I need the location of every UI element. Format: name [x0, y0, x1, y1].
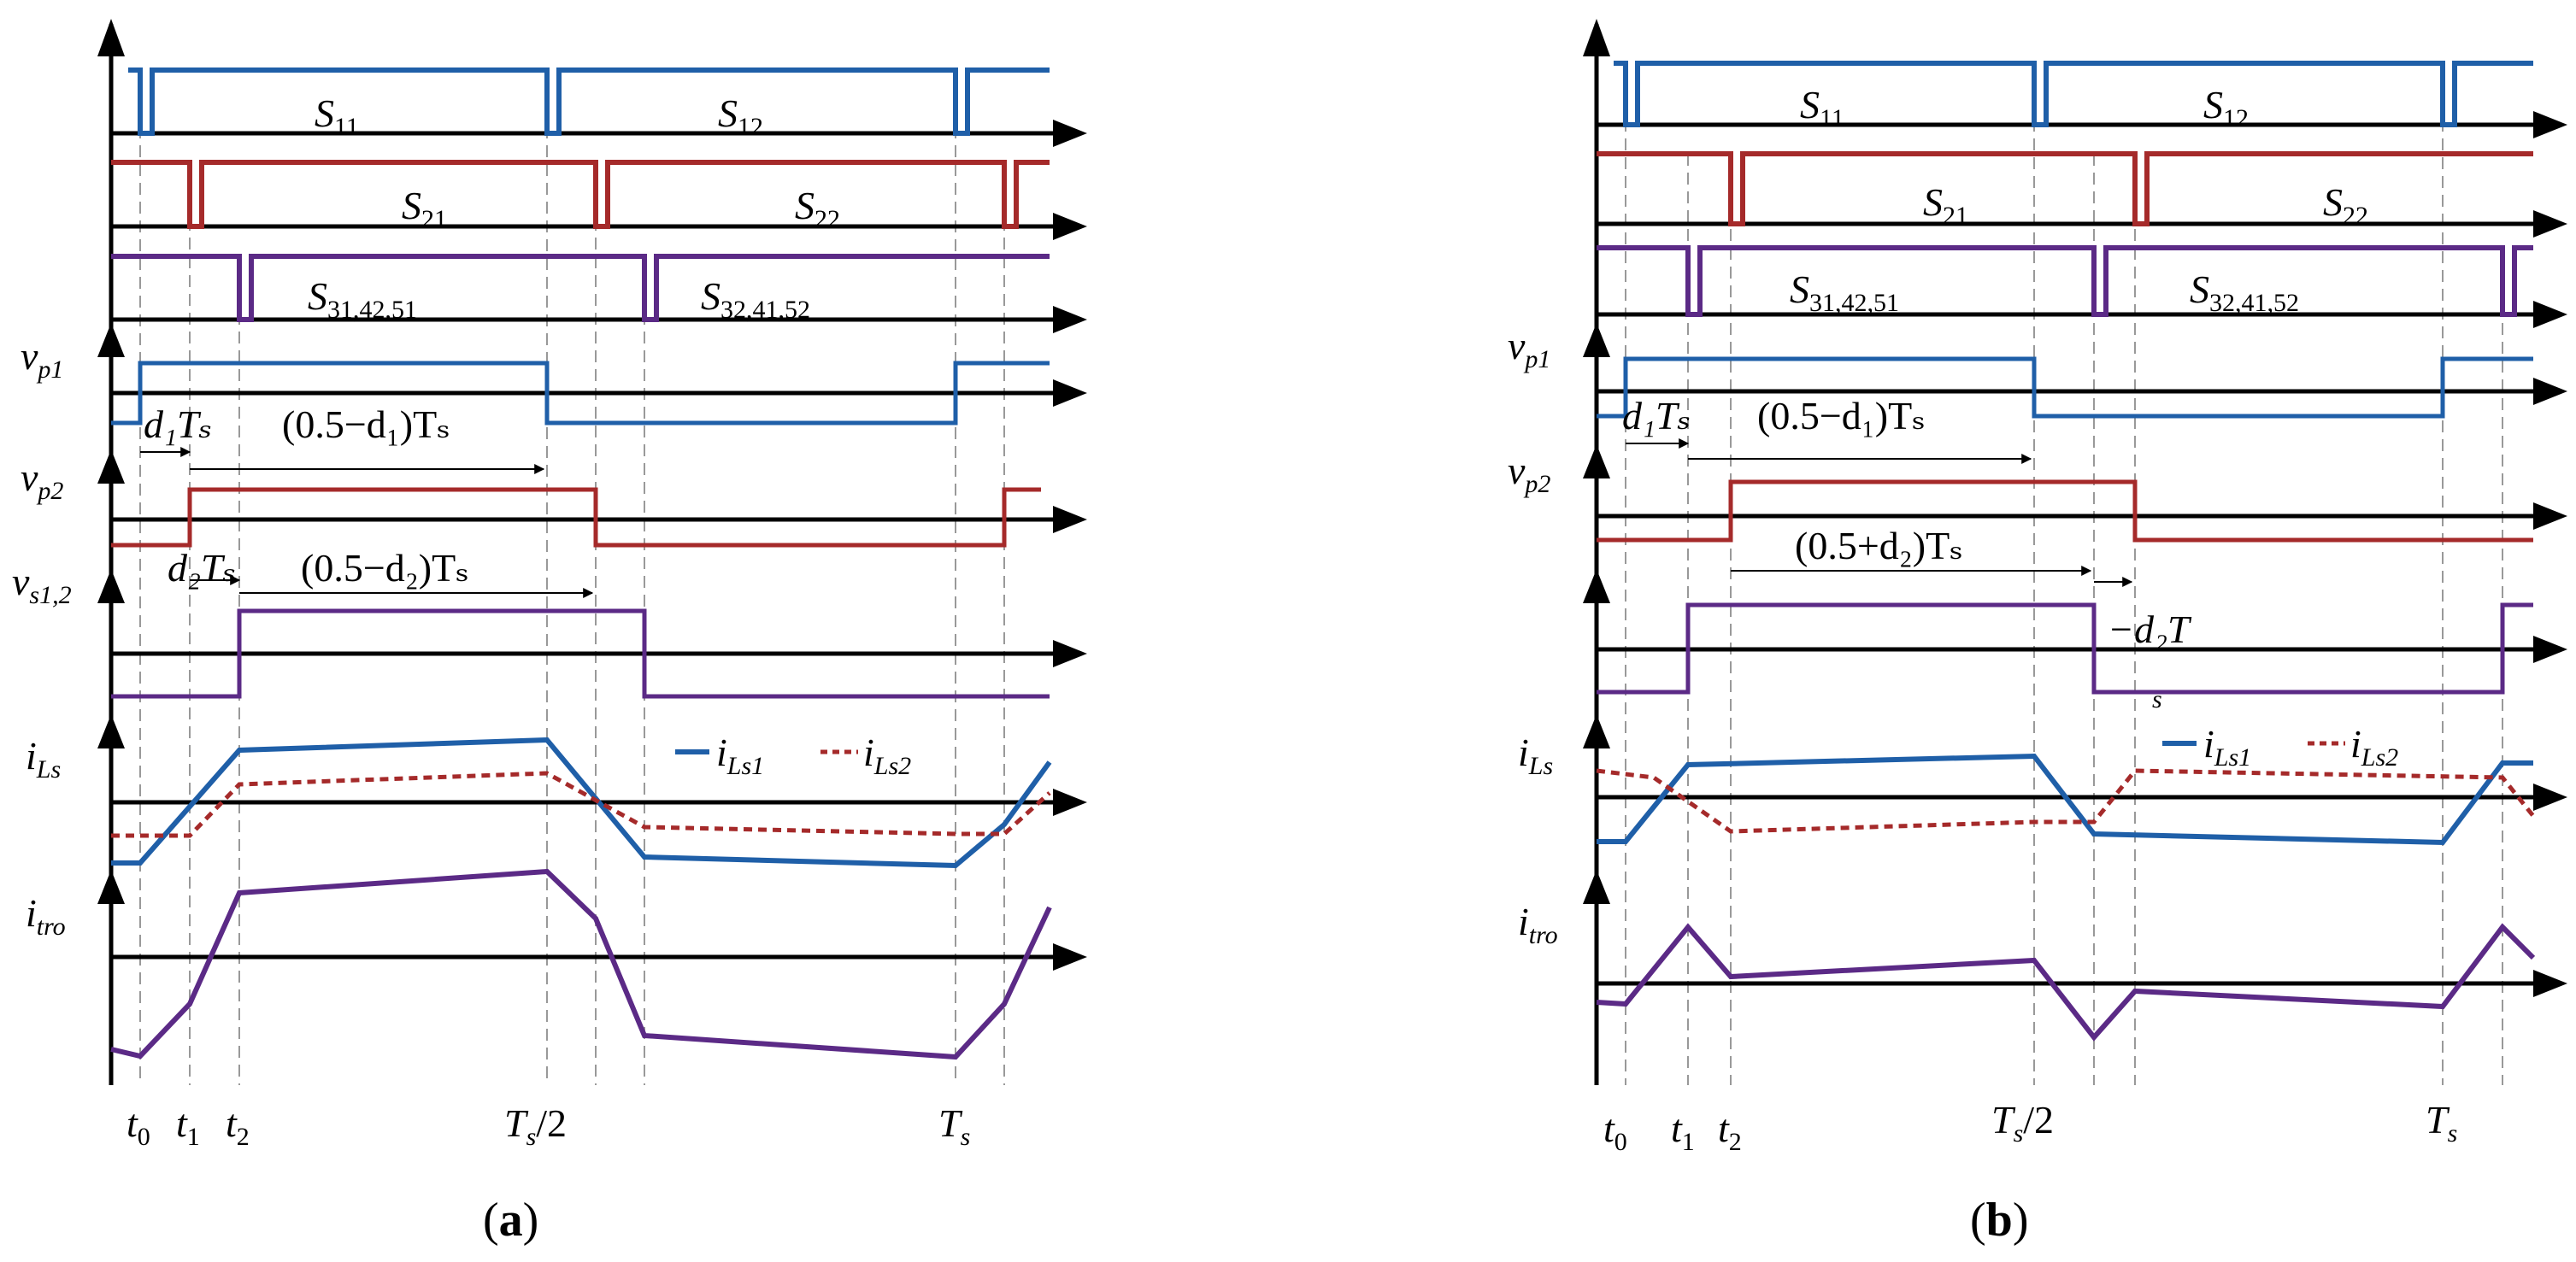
panel-a-caption: (a): [483, 1194, 538, 1247]
panel-b-label-vp2: vp2: [1508, 449, 1550, 498]
panel-a-label-vs12: vs1,2: [12, 560, 72, 609]
panel-b-time-half-Ts: Ts/2: [1991, 1098, 2054, 1148]
panel-a-time-half-Ts: Ts/2: [504, 1101, 567, 1151]
panel-a-wave-S21-S22: [111, 160, 1050, 229]
panel-a: [97, 19, 1087, 1085]
panel-b-label-S21: S21: [1923, 180, 1968, 230]
panel-a-guide-lines: [139, 70, 1005, 1085]
panel-a-axis-arrowhead: [97, 19, 125, 56]
panel-a-label-S21: S21: [402, 184, 447, 233]
panel-b-label-S32: S32,41,52: [2190, 267, 2299, 317]
panel-b-legend-label-iLs1: iLs1: [2203, 722, 2251, 772]
panel-b-label-iLs: iLs: [1518, 731, 1553, 780]
panel-a-annot-half-minus-d1: (0.5−d₁)Tₛ: [282, 402, 450, 446]
panel-b-wave-itro: [1596, 923, 2536, 1042]
panel-b-time-t2: t2: [1718, 1106, 1742, 1156]
panel-a-duration-arrows: [140, 447, 594, 598]
panel-b-signal-up-arrows: [1583, 323, 1610, 904]
panel-a-annot-half-minus-d2: (0.5−d₂)Tₛ: [301, 546, 469, 590]
panel-a-wave-vs12: [111, 608, 1050, 699]
panel-a-time-t1: t1: [176, 1101, 200, 1151]
panel-b-annot-minus-d2T: −d₂T: [2108, 608, 2192, 651]
panel-a-label-S31: S31,42,51: [308, 274, 417, 324]
panel-b-annot-half-minus-d1: (0.5−d₁)Tₛ: [1757, 394, 1926, 437]
panel-b-annot-d1Ts: d₁Tₛ: [1622, 394, 1691, 437]
panel-a-time-Ts: Ts: [938, 1101, 970, 1151]
panel-a-wave-S3: [111, 254, 1050, 322]
panel-b-label-S12: S12: [2203, 83, 2249, 132]
panel-a-label-S11: S11: [315, 91, 359, 141]
panel-b-time-axes: [1597, 122, 2555, 986]
panel-a-wave-vp1: [111, 361, 1050, 426]
panel-a-time-t0: t0: [126, 1101, 150, 1151]
panel-b-caption: (b): [1970, 1194, 2028, 1247]
panel-b-wave-vp2: [1597, 479, 2533, 543]
panel-a-annot-d1Ts: d₁Tₛ: [144, 402, 212, 446]
panel-a-label-vp1: vp1: [21, 334, 63, 384]
panel-a-wave-vp2: [111, 487, 1041, 548]
panel-a-signal-up-arrows: [97, 323, 125, 904]
panel-b-wave-vp1: [1597, 356, 2533, 419]
panel-a-label-itro: itro: [26, 891, 66, 941]
panel-b-axis-arrowhead: [1583, 19, 1610, 56]
panel-b-wave-iLs2: [1596, 768, 2535, 834]
panel-a-annot-d2Ts: d₂Tₛ: [168, 546, 236, 590]
panel-a-time-t2: t2: [226, 1101, 250, 1151]
panel-a-wave-S11-S12: [128, 68, 1050, 136]
panel-b-time-t0: t0: [1603, 1106, 1627, 1156]
panel-b-time-t1: t1: [1671, 1106, 1695, 1156]
panel-b-guide-lines: [1625, 63, 2503, 1085]
panel-b-label-itro: itro: [1518, 900, 1558, 949]
panel-b: [1583, 19, 2567, 1085]
panel-a-label-vp2: vp2: [21, 455, 63, 505]
panel-b-annot-half-plus-d2: (0.5+d₂)Tₛ: [1795, 524, 1963, 567]
panel-b-label-S31: S31,42,51: [1790, 267, 1899, 317]
panel-a-wave-itro: [110, 868, 1052, 1060]
panel-b-wave-S21-S22: [1597, 151, 2533, 226]
panel-b-label-S11: S11: [1800, 83, 1844, 132]
panel-b-label-vp1: vp1: [1508, 324, 1550, 373]
panel-b-annot-minus-d2T-sub: s: [2152, 685, 2162, 713]
panel-a-label-iLs: iLs: [26, 734, 61, 784]
panel-b-duration-arrows: [1626, 438, 2133, 587]
panel-b-wave-vs: [1597, 602, 2533, 695]
panel-b-wave-S11-S12: [1614, 61, 2533, 127]
panel-a-wave-iLs2: [111, 771, 1051, 838]
panel-a-legend-label-iLs2: iLs2: [863, 731, 911, 780]
panel-a-legend-label-iLs1: iLs1: [716, 731, 764, 780]
panel-a-label-S22: S22: [795, 184, 840, 233]
panel-b-wave-S3: [1597, 245, 2533, 317]
panel-a-label-S12: S12: [718, 91, 763, 141]
panel-b-axis-arrowheads: [2533, 111, 2567, 997]
panel-a-axis-arrowheads: [1053, 120, 1087, 971]
panel-b-legend-label-iLs2: iLs2: [2350, 722, 2398, 772]
panel-b-label-S22: S22: [2323, 180, 2368, 230]
panel-a-label-S32: S32,41,52: [701, 274, 810, 324]
panel-b-time-Ts: Ts: [2426, 1098, 2457, 1148]
